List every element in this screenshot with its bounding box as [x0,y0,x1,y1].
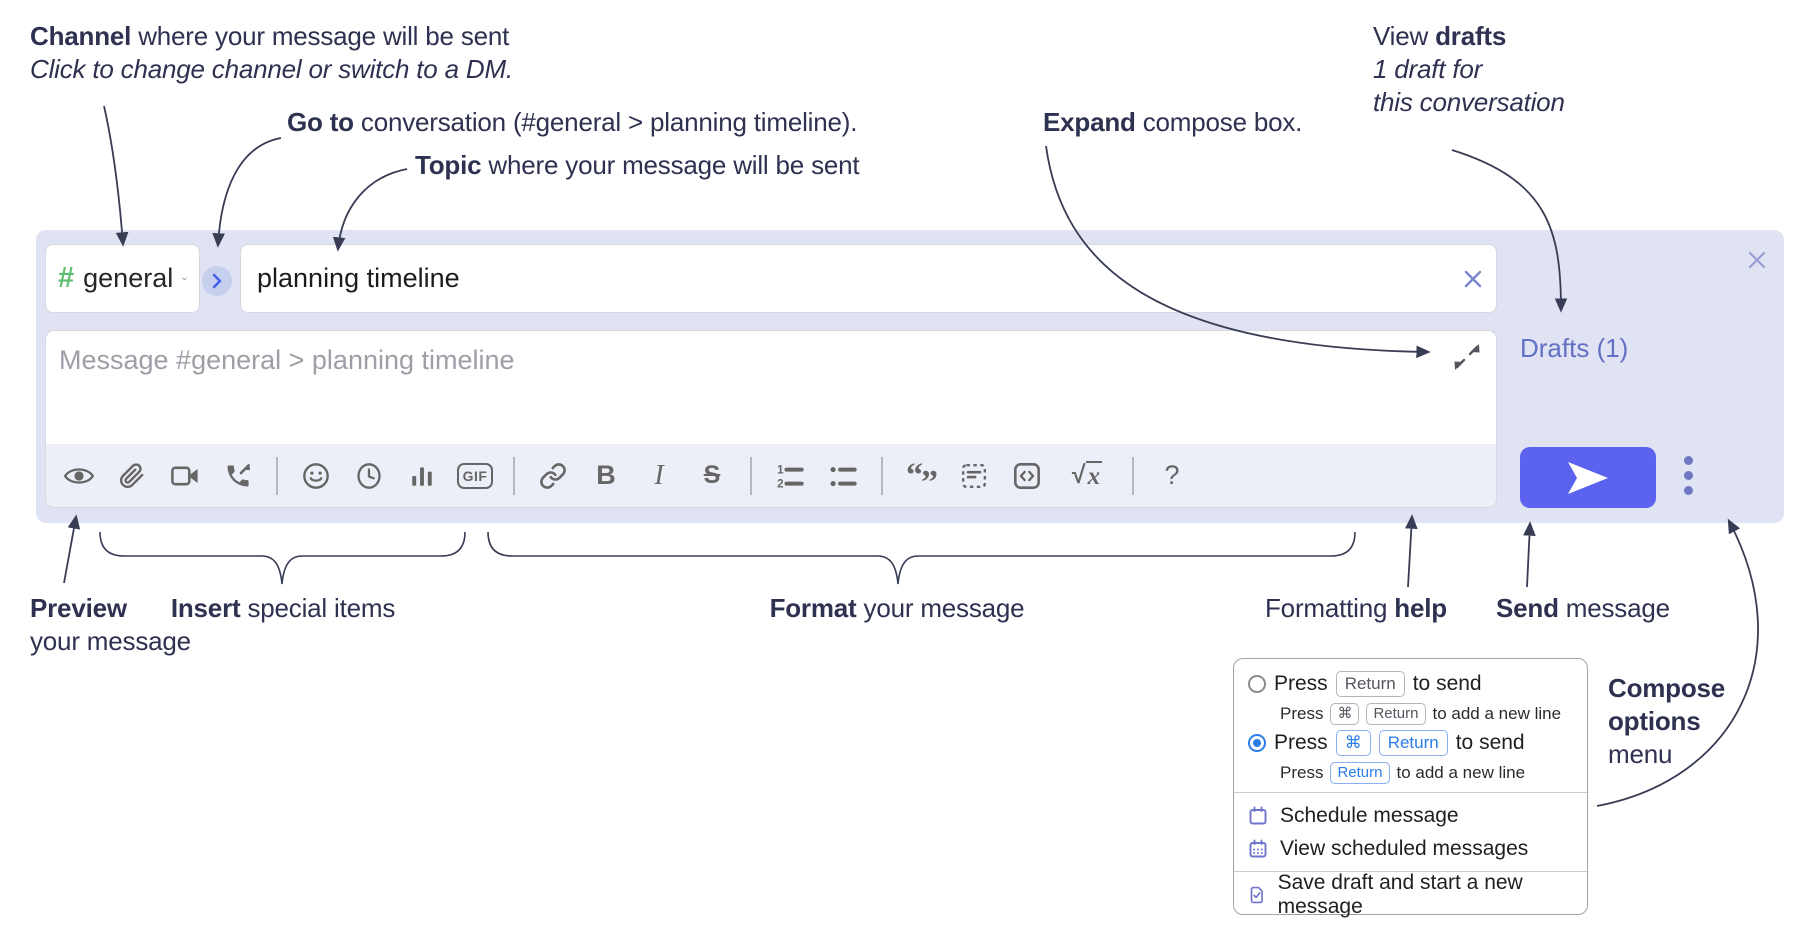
key-cmd: ⌘ [1335,730,1371,756]
annotation-view-drafts: View drafts 1 draft for this conversatio… [1373,21,1565,117]
bold-icon[interactable]: B [596,460,616,490]
annotation-preview: Preview your message [30,593,191,656]
annotation-formatting-help: Formatting help [1265,593,1447,623]
toolbar-divider [750,456,752,495]
channel-name: general [83,263,174,293]
chevron-down-icon [182,277,187,280]
key-cmd: ⌘ [1330,702,1360,725]
menu-radio-cmd-enter-sends[interactable]: Press ⌘ Return to send [1234,727,1587,759]
channel-selector[interactable]: # general [45,244,200,313]
go-to-conversation-button[interactable] [202,266,232,296]
voice-call-icon[interactable] [223,461,253,491]
annotation-expand: Expand compose box. [1043,107,1303,137]
topic-field [240,244,1497,313]
key-return: Return [1330,761,1390,784]
message-input[interactable] [46,331,1496,444]
connector-help [1405,514,1418,588]
annotation-send: Send message [1496,593,1670,623]
connector-goto [212,137,282,248]
svg-text:2: 2 [777,477,784,488]
key-return: Return [1366,702,1426,725]
expand-icon [1454,344,1480,370]
draft-check-icon [1250,886,1263,903]
radio-selected[interactable] [1248,734,1266,752]
expand-compose-button[interactable] [1450,341,1484,373]
connector-send [1523,521,1536,588]
menu-item-save-draft[interactable]: Save draft and start a new message [1234,871,1587,918]
gif-icon[interactable]: GIF [456,461,494,491]
toolbar-divider [881,456,883,495]
svg-text:1: 1 [777,463,784,476]
formatting-help-icon[interactable]: ? [1164,460,1180,490]
attach-file-icon[interactable] [117,461,147,491]
link-icon[interactable] [538,461,568,491]
channel-hash-icon: # [58,262,75,294]
brace-format [487,531,1356,585]
menu-item-view-scheduled-messages[interactable]: View scheduled messages [1234,832,1587,865]
drafts-link[interactable]: Drafts (1) [1520,333,1629,363]
strikethrough-icon[interactable]: S [703,461,721,489]
toolbar-divider [1132,456,1134,495]
annotation-channel: Channel where your message will be sent … [30,21,513,84]
toolbar-divider [276,456,278,495]
compose-panel: # general [36,230,1784,523]
menu-radio-enter-sends[interactable]: Press Return to send [1234,668,1587,700]
annotation-compose-options: Compose options menu [1608,673,1726,769]
key-return: Return [1335,671,1405,697]
spoiler-icon[interactable] [959,461,989,491]
message-box: GIF B I S 12 “” [45,330,1497,508]
math-icon[interactable]: √x [1071,460,1103,490]
code-icon[interactable] [1012,461,1042,491]
menu-radio-cmd-enter-sends-hint: Press Return to add a new line [1280,761,1526,784]
menu-divider [1234,792,1587,793]
annotation-topic: Topic where your message will be sent [415,150,860,180]
radio-unselected[interactable] [1248,675,1266,693]
close-icon [1748,251,1766,269]
poll-icon[interactable] [407,461,437,491]
close-compose-button[interactable] [1744,247,1770,273]
annotation-insert: Insert special items [170,593,396,623]
menu-radio-enter-sends-hint: Press ⌘ Return to add a new line [1280,702,1562,725]
topic-input[interactable] [241,263,1496,294]
connector-channel [103,105,129,247]
key-return: Return [1378,730,1448,756]
bulleted-list-icon[interactable] [828,461,858,491]
compose-options-menu: Press Return to send Press ⌘ Return to a… [1233,658,1588,918]
clear-topic-button[interactable] [1460,266,1486,292]
quote-icon[interactable]: “” [906,456,938,501]
menu-item-schedule-message[interactable]: Schedule message [1234,799,1587,832]
video-call-icon[interactable] [170,461,200,491]
calendar-icon [1249,806,1267,824]
connector-preview [63,514,81,584]
time-icon[interactable] [354,461,384,491]
emoji-icon[interactable] [301,461,331,491]
send-icon [1568,461,1608,494]
annotation-format: Format your message [769,593,1025,623]
send-button[interactable] [1520,447,1656,508]
close-icon [1464,270,1482,287]
annotation-goto: Go to conversation (#general > planning … [287,107,858,137]
calendar-grid-icon [1249,839,1267,857]
preview-icon[interactable] [64,461,94,491]
compose-options-menu-button[interactable] [1684,456,1693,495]
brace-insert [99,531,466,585]
toolbar-divider [513,456,515,495]
chevron-right-icon [212,273,222,289]
menu-divider [1234,871,1587,872]
italic-icon[interactable]: I [654,459,664,491]
